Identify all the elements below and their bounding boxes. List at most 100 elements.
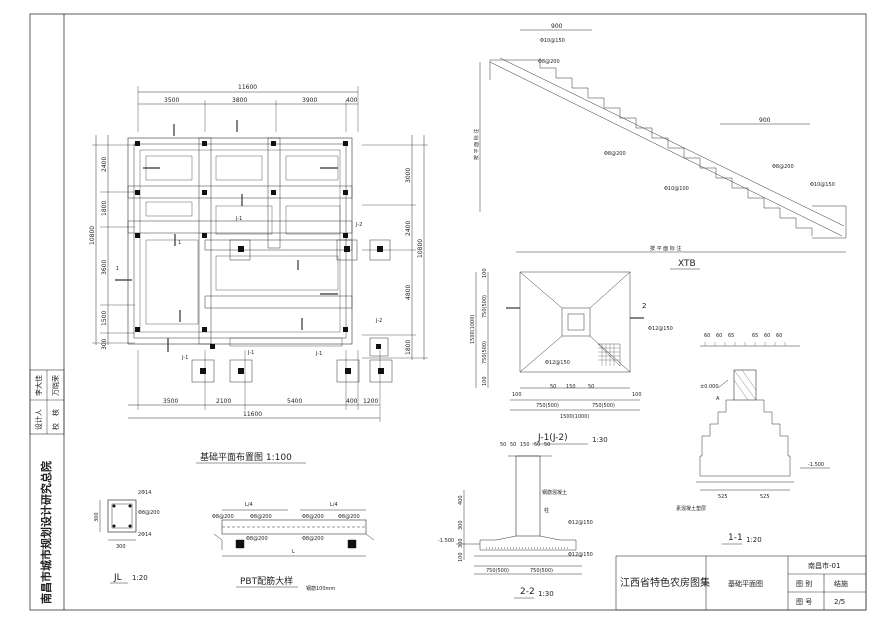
fsec-bottom-dim: 750(500) [530,568,553,574]
fsec-left-dim: 100 [458,552,464,562]
wall-top-dim: 65 [752,333,758,339]
column-section [99,499,137,541]
fsec-top-dim: 50 [500,442,506,448]
column-scale: 1:20 [132,574,148,582]
plan-bottom-total: 11600 [243,411,262,418]
wall-marker: A [716,396,720,402]
foundation-plan [92,86,428,422]
fsec-top-dim: 50 [534,442,540,448]
footing-left-dim: 750(500) [482,295,488,318]
plan-section-label: 1 [116,266,119,272]
stair-rebar: Φ8@200 [538,59,560,65]
beam-rebar: Φ8@200 [302,514,324,520]
footing-bottom-dim: 50 [588,384,594,390]
footing-left-dim: 100 [482,376,488,386]
designer-name: 李大佳 [34,375,43,396]
fsec-scale: 1:30 [538,590,554,598]
stair-rebar: Φ10@150 [810,182,835,188]
designer-role: 设计人 [34,409,43,430]
fsec-elevation: -1.500 [438,538,454,544]
category-label: 图 别 [796,579,812,588]
footing-marker: 2 [642,302,646,310]
stair-top-dim: 900 [551,23,563,30]
title-block [615,555,867,611]
footing-left-dim: 1500(1000) [470,315,476,344]
stair-rebar: Φ10@100 [664,186,689,192]
fsec-top-dim: 50 [510,442,516,448]
beam-caption: PBT配筋大样 [240,575,293,587]
wall-top-dim: 60 [776,333,782,339]
plan-bottom-dim: 400 [346,398,358,405]
wall-elevation-2: -1.500 [808,462,824,468]
fsec-label-b: 柱 [544,507,549,514]
column-rebar-dots [112,504,132,528]
fsec-rebar: Φ12@150 [568,552,593,558]
plan-bottom-dim: 1200 [363,398,378,405]
wall-bottom-dim: 525 [718,494,728,500]
checker-role: 校 核 [51,409,60,430]
outer-frame [29,13,867,611]
wall-caption: 1-1 [728,533,743,543]
plan-left-dim: 300 [101,338,108,350]
column-caption: JL [113,573,122,583]
plan-right-dim: 4800 [405,285,412,300]
plan-section-label: J-1 [315,351,322,357]
beam-rebar: Φ8@200 [302,536,324,542]
column-dim: 300 [116,544,126,550]
footing-bottom-dim: 750(500) [536,403,559,409]
wall-top-dim: 60 [704,333,710,339]
plan-columns [135,141,384,374]
footing-section [456,455,582,575]
beam-dim: L/4 [330,502,338,508]
footing-scale: 1:30 [592,436,608,444]
plan-section-label: J-1 [247,350,254,356]
footing-rebar: Φ12@150 [648,326,673,332]
plan-top-dim: 3800 [232,97,247,104]
plan-right-total: 10800 [417,239,424,258]
plan-section-label: J-1 [181,355,188,361]
institute-name: 南昌市城市规划设计研究总院 [39,461,53,604]
plan-section-label: J-2 [375,318,382,324]
checker-name: 万晓荣 [51,375,60,396]
wall-top-dim: 60 [764,333,770,339]
plan-right-dim: 2400 [405,221,412,236]
plan-right-dim: 1800 [405,340,412,355]
sheet-value: 2/5 [834,598,845,606]
wall-top-dim: 60 [716,333,722,339]
plan-right-dim: 3000 [405,168,412,183]
signature-table: 设计人 校 核 李大佳 万晓荣 [29,369,65,435]
stair-diagram [479,29,847,253]
column-rebar: 2Φ14 [138,490,151,496]
footing-rebar: Φ12@150 [545,360,570,366]
plan-bottom-dim: 3500 [163,398,178,405]
plan-bottom-dim: 2100 [216,398,231,405]
footing-bottom-dim: 100 [632,392,642,398]
wall-elevation: ±0.000 [700,384,719,390]
plan-left-total: 10800 [89,226,96,245]
footing-bottom-dim: 50 [550,384,556,390]
plan-left-dim: 1500 [101,311,108,326]
wall-top-dim: 65 [728,333,734,339]
fsec-top-dim: 50 [544,442,550,448]
footing-plan [475,271,644,411]
footing-bottom-dim: 100 [512,392,522,398]
beam-dim: L [292,549,295,555]
plan-bottom-dim: 5400 [287,398,302,405]
stair-rebar: Φ8@200 [604,151,626,157]
footing-left-dim: 100 [482,268,488,278]
plan-left-dim: 2400 [101,157,108,172]
fsec-rebar: Φ12@150 [568,520,593,526]
footing-caption: J-1(J-2) [537,433,568,443]
fsec-left-dim: 300 [458,538,464,548]
beam-rebar: Φ8@200 [250,514,272,520]
fsec-left-dim: 400 [458,495,464,505]
footing-bottom-dim: 150 [566,384,576,390]
plan-top-total: 11600 [238,84,257,91]
plan-caption: 基础平面布置图 1:100 [200,451,292,463]
stair-width-label: 按 平 面 标 注 [650,245,681,252]
plan-top-dim: 400 [346,97,358,104]
stair-caption: XTB [678,259,696,269]
beam-rebar: Φ8@200 [246,536,268,542]
footing-bottom-dim: 750(500) [592,403,615,409]
